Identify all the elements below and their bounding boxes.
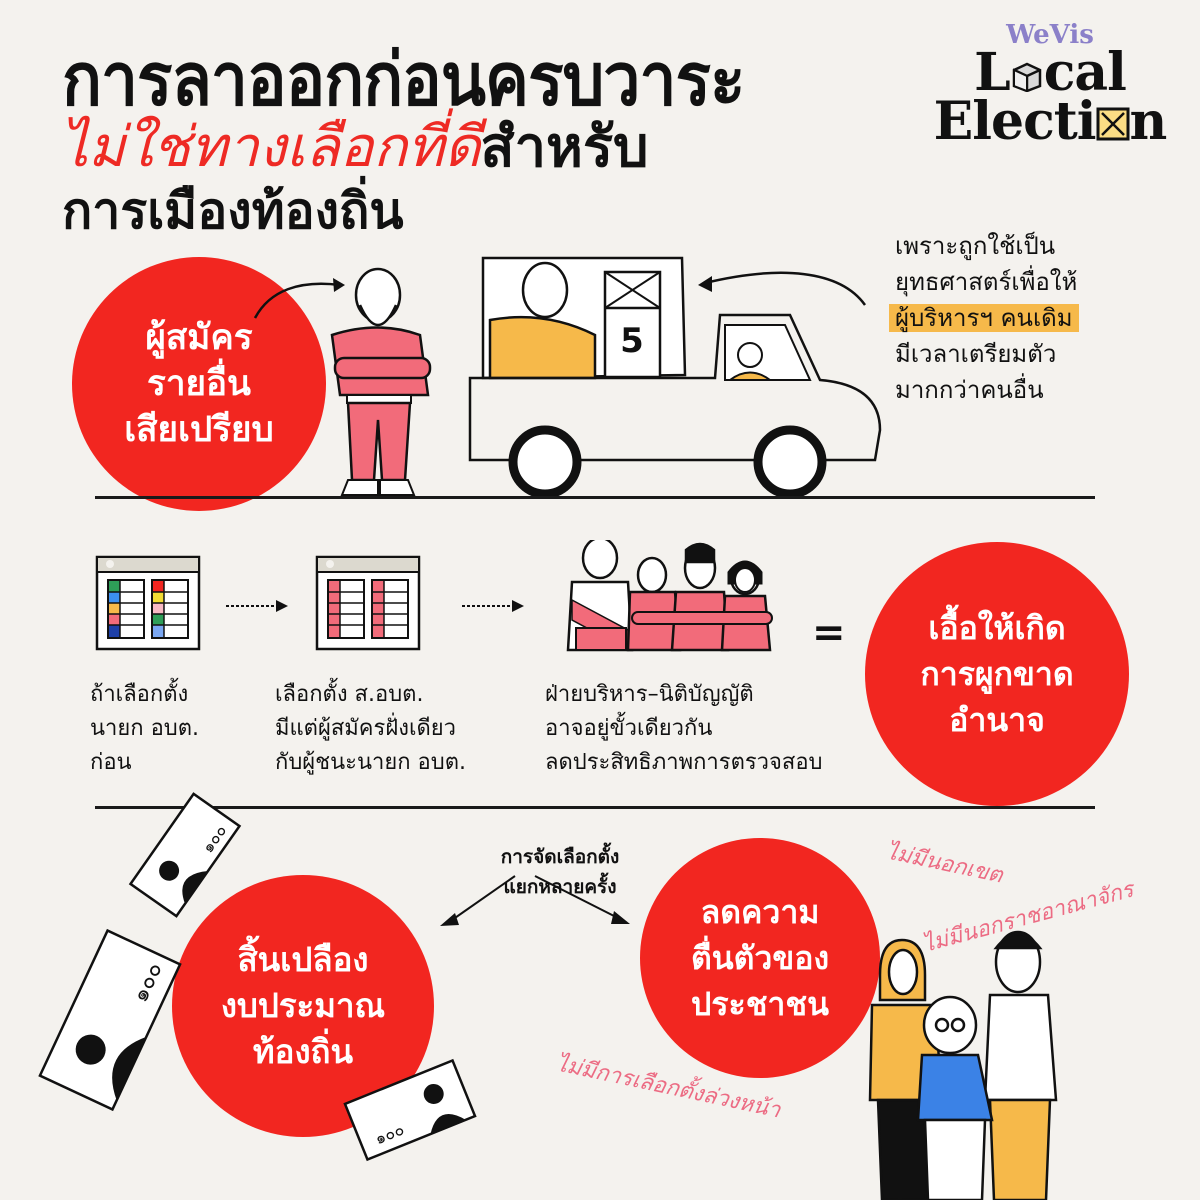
banknote-icon: ๑๐๐ <box>38 928 182 1112</box>
step-2-caption: เลือกตั้ง ส.อบต. มีแต่ผู้สมัครฝั่งเดียว … <box>275 682 467 775</box>
arrow-right-down-icon <box>534 875 619 919</box>
note-line: มากกว่าคนอื่น <box>895 376 1044 404</box>
logo-brand: WeVis <box>1006 20 1094 50</box>
circle-line: งบประมาณ <box>220 986 386 1025</box>
circle-line: สิ้นเปลือง <box>237 940 369 979</box>
officials-group-figure <box>566 540 773 652</box>
circle-line: ผู้สมัคร <box>145 318 253 358</box>
ballot-sheet-mixed-icon <box>95 555 201 651</box>
note-line: มีเวลาเตรียมตัว <box>895 340 1057 368</box>
campaign-truck: 5 <box>468 256 882 499</box>
section1-illustration: 5 <box>253 256 882 499</box>
citizen-engagement-circle: ลดความ ตื่นตัวของ ประชาชน <box>640 838 880 1078</box>
ballot-sheet-single-party-icon <box>315 555 421 651</box>
arrow-left-down-icon <box>451 875 516 921</box>
monopoly-power-circle: เอื้อให้เกิด การผูกขาด อำนาจ <box>865 542 1129 806</box>
circle-line: ประชาชน <box>691 985 829 1023</box>
annotation-no-out-of-district: ไม่มีนอกเขต <box>884 838 1007 888</box>
strategy-note: เพราะถูกใช้เป็น ยุทธศาสตร์เพื่อให้ ผู้บร… <box>889 228 1079 408</box>
bearded-man-figure <box>330 267 432 496</box>
separate-elections-label: การจัดเลือกตั้ง แยกหลายครั้ง <box>500 846 620 898</box>
title-line-1: การลาออกก่อนครบวาระ <box>62 37 745 123</box>
circle-line: อำนาจ <box>949 701 1045 739</box>
disadvantage-circle: ผู้สมัคร รายอื่น เสียเปรียบ <box>72 257 326 511</box>
circle-line: การผูกขาด <box>920 655 1074 693</box>
arrow-right-icon <box>512 600 524 612</box>
citizens-group-figure <box>868 930 1058 1200</box>
arrow-right-icon <box>276 600 288 612</box>
note-line: เพราะถูกใช้เป็น <box>895 232 1056 260</box>
ballot-box-icon <box>1012 62 1041 92</box>
circle-line: ตื่นตัวของ <box>690 939 830 977</box>
circle-line: เสียเปรียบ <box>124 410 274 450</box>
circle-line: ท้องถิ่น <box>252 1032 354 1071</box>
annotation-no-advance-voting: ไม่มีการเลือกตั้งล่วงหน้า <box>554 1047 784 1124</box>
curved-arrow-icon <box>704 271 867 306</box>
section2-illustration <box>95 540 773 652</box>
divider-line <box>95 496 1095 499</box>
title-highlight: ไม่ใช่ทางเลือกที่ดี <box>60 115 481 180</box>
title-line-2: ไม่ใช่ทางเลือกที่ดีสำหรับ <box>60 120 649 176</box>
circle-line: เอื้อให้เกิด <box>928 609 1066 647</box>
budget-waste-circle: สิ้นเปลือง งบประมาณ ท้องถิ่น <box>172 875 434 1137</box>
banknote-icon: ๑๐๐ <box>343 1058 477 1162</box>
divider-line <box>95 806 1095 809</box>
ballot-x-icon <box>1096 107 1130 141</box>
banknote-icon: ๑๐๐ <box>128 792 242 918</box>
step-3-caption: ฝ่ายบริหาร–นิติบัญญัติ อาจอยู่ขั้วเดียวก… <box>545 682 823 775</box>
section3-illustration: ๑๐๐ ๑๐๐ ๑๐๐ ไม่มีนอกเขต ไม่มีนอกราชอาณาจ… <box>38 792 1139 1200</box>
circle-line: รายอื่น <box>147 364 251 404</box>
svg-text:5: 5 <box>620 321 644 361</box>
step-1-caption: ถ้าเลือกตั้ง นายก อบต. ก่อน <box>90 682 200 775</box>
title-line-2-rest: สำหรับ <box>480 115 649 180</box>
note-line: ยุทธศาสตร์เพื่อให้ <box>895 268 1078 296</box>
curved-arrow-icon <box>253 282 341 319</box>
equals-sign: = <box>812 610 846 656</box>
title-line-3: การเมืองท้องถิ่น <box>62 182 404 240</box>
circle-line: ลดความ <box>700 893 820 931</box>
note-highlight: ผู้บริหารฯ คนเดิม <box>889 304 1079 332</box>
